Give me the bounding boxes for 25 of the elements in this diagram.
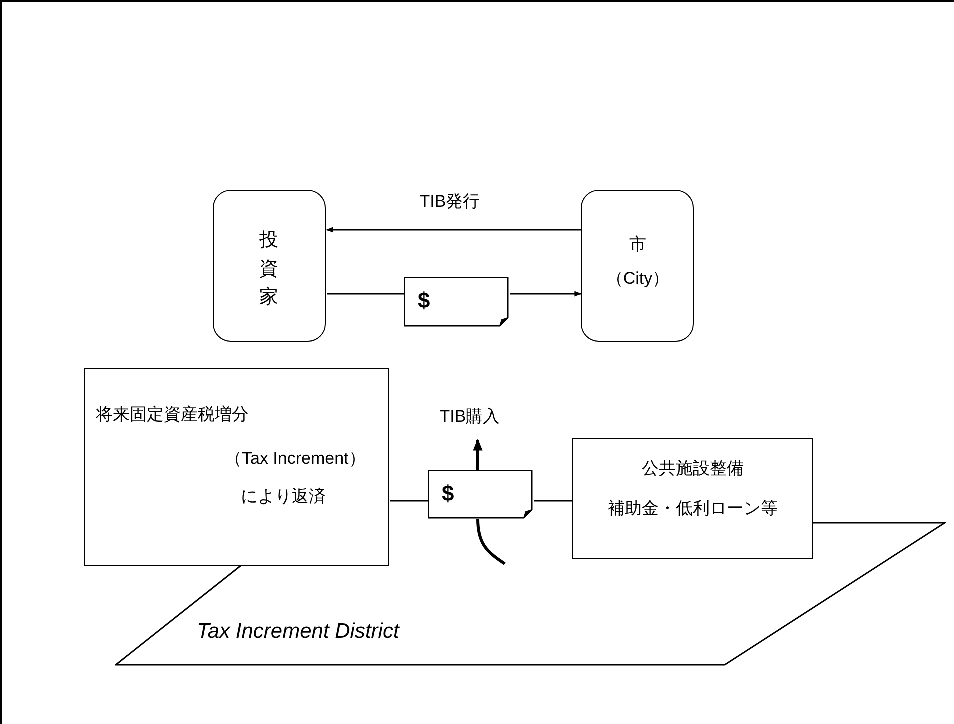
money-note [428,470,533,519]
connector-line [534,500,572,502]
edge-label: TIB購入 [440,405,500,428]
connector-line [476,518,506,566]
district-label: Tax Increment District [197,620,400,644]
connector-line [390,500,428,502]
arrow [510,291,582,297]
rounded-box [581,190,694,342]
text-box [84,368,389,566]
money-note [404,277,509,327]
box-text: により返済 [241,486,326,508]
box-text: 将来固定資産税増分 [96,404,249,426]
text-box [572,438,813,559]
connector-line [327,293,404,295]
box-text: 公共施設整備 [642,458,744,480]
arrow [326,227,581,233]
rounded-box [213,190,326,342]
box-text: 補助金・低利ローン等 [608,498,778,520]
arrow [473,438,483,470]
box-text: （City） [606,268,670,290]
dollar-sign: $ [418,288,430,314]
box-text: 投資家 [259,229,279,310]
box-text: 市 [630,234,646,256]
box-text: （Tax Increment） [225,448,366,470]
dollar-sign: $ [442,481,454,507]
